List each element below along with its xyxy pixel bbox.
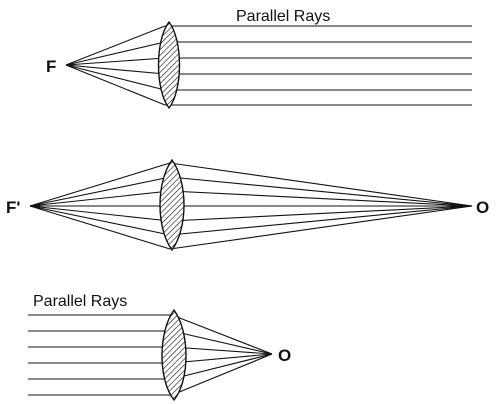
parallel-rays-label-bottom: Parallel Rays (33, 293, 127, 310)
diagram-parallel-to-focus: Parallel Rays O (28, 293, 291, 402)
focal-point-label-f: F (46, 57, 56, 76)
focal-point-label-f-prime: F' (6, 198, 20, 217)
diagram-focus-to-parallel: Parallel Rays F (46, 8, 472, 110)
parallel-rays-1 (165, 25, 472, 106)
converging-rays-3 (171, 314, 273, 396)
image-point-label-o-bottom: O (278, 346, 291, 365)
converging-rays-2 (169, 162, 473, 250)
parallel-rays-label-top: Parallel Rays (236, 8, 330, 25)
image-point-label-o: O (476, 198, 489, 217)
convex-lens-1 (157, 20, 181, 110)
parallel-rays-3 (28, 314, 172, 396)
diagram-conjugate-points: F' O (6, 158, 489, 252)
diverging-rays-2 (29, 162, 171, 250)
convex-lens-3 (161, 308, 187, 402)
convex-lens-2 (159, 158, 185, 252)
converging-rays-1 (65, 25, 166, 106)
